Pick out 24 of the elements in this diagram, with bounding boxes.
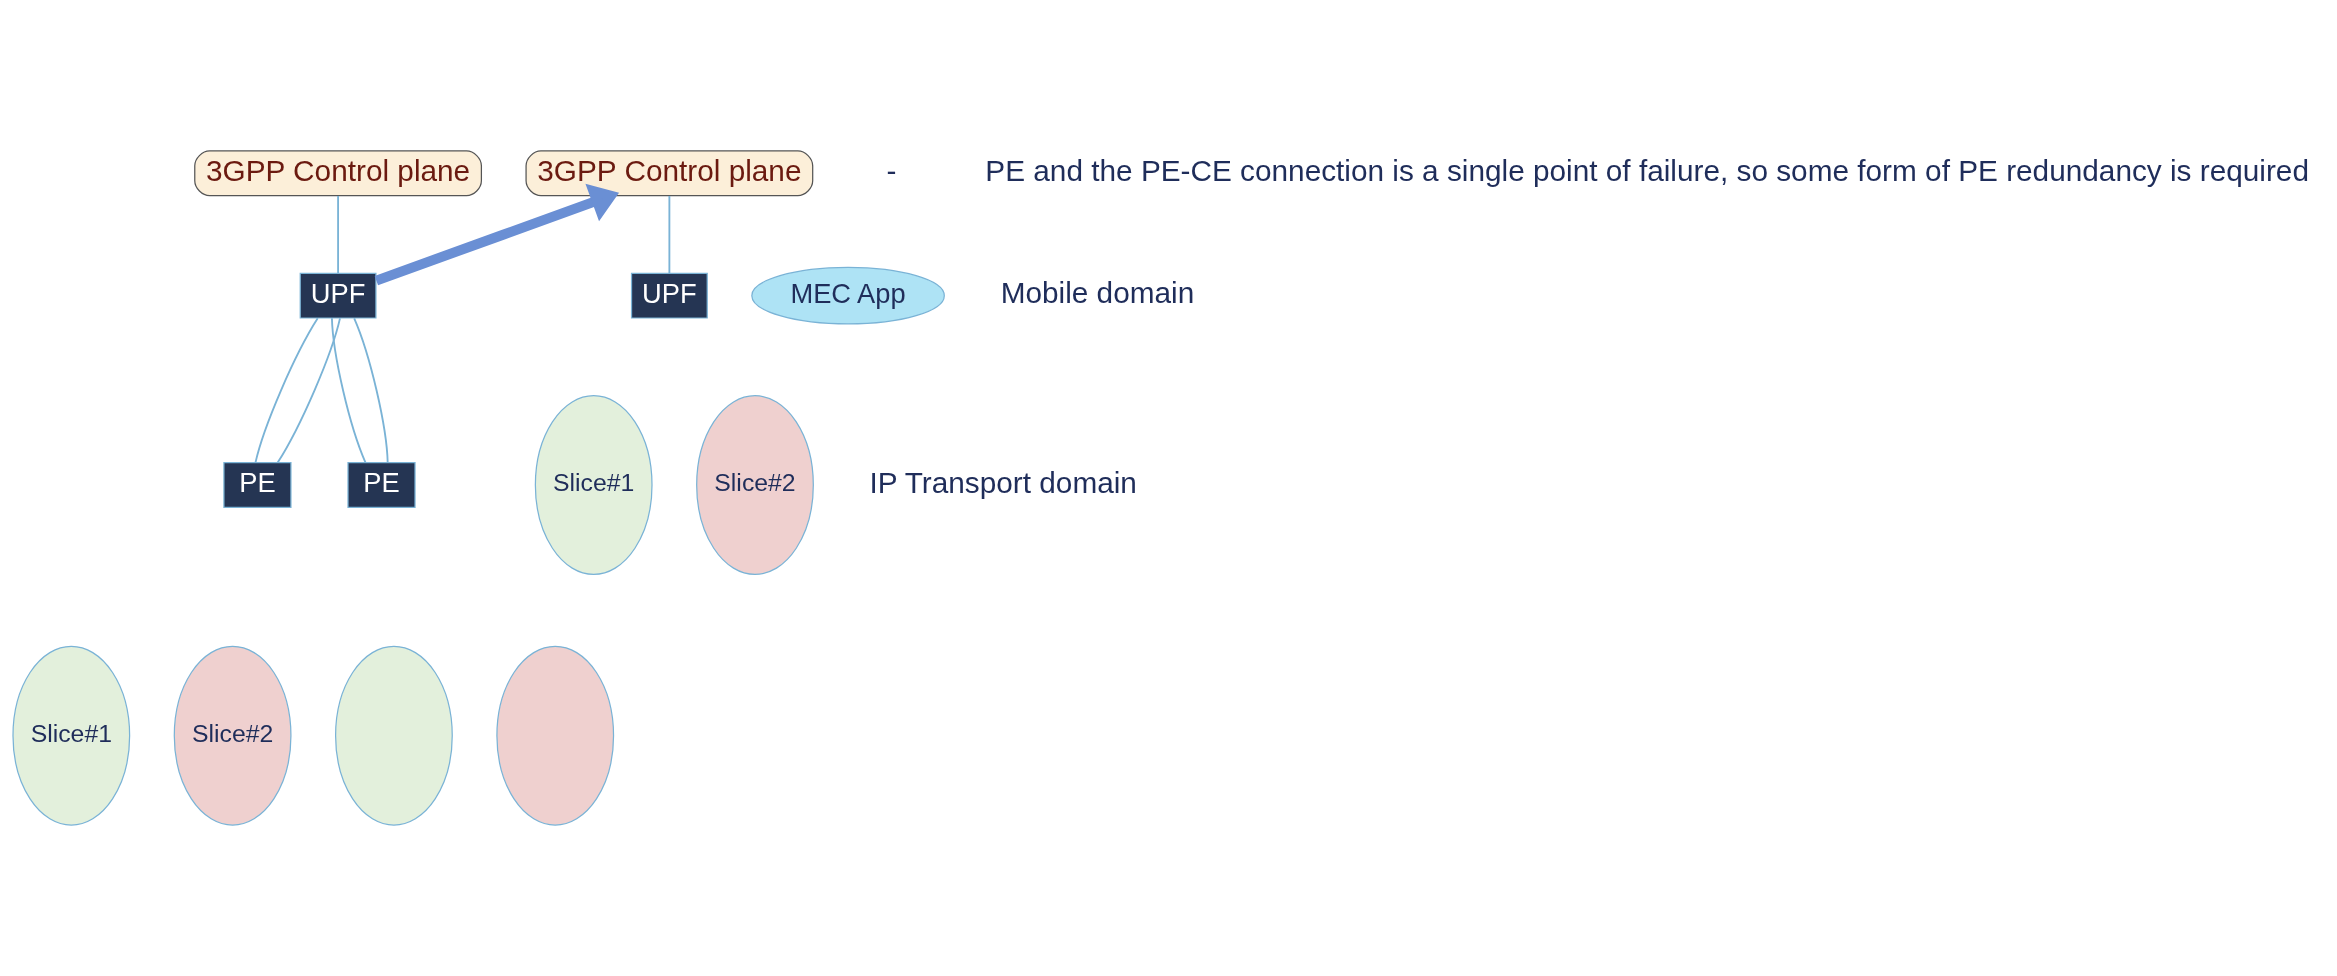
label: IP Transport domain — [869, 465, 1137, 499]
node-ellipse: Slice#1 — [12, 645, 131, 826]
connector — [254, 317, 319, 464]
node-box: 3GPP Control plane — [194, 150, 482, 197]
node-ellipse: Slice#2 — [696, 395, 814, 575]
node-box: UPF — [299, 272, 377, 319]
arrow — [374, 183, 620, 286]
node-box: PE — [223, 462, 292, 508]
label: - — [886, 153, 897, 187]
node-box: PE — [347, 462, 416, 508]
node-ellipse: Slice#1 — [534, 395, 653, 575]
node-ellipse: Slice#2 — [173, 645, 292, 826]
label: Mobile domain — [1000, 276, 1195, 310]
node-box: 3GPP Control plane — [525, 150, 814, 197]
connector — [668, 195, 671, 275]
node-ellipse — [496, 645, 615, 826]
label: PE and the PE-CE connection is a single point of failure, so some form of PE redundancy is required — [985, 153, 2309, 187]
connector — [331, 317, 367, 464]
node-ellipse: MEC App — [751, 266, 945, 325]
connector — [276, 317, 341, 464]
connector — [337, 195, 339, 275]
node-ellipse — [335, 645, 453, 826]
connector — [353, 317, 389, 464]
node-box: UPF — [630, 272, 708, 319]
